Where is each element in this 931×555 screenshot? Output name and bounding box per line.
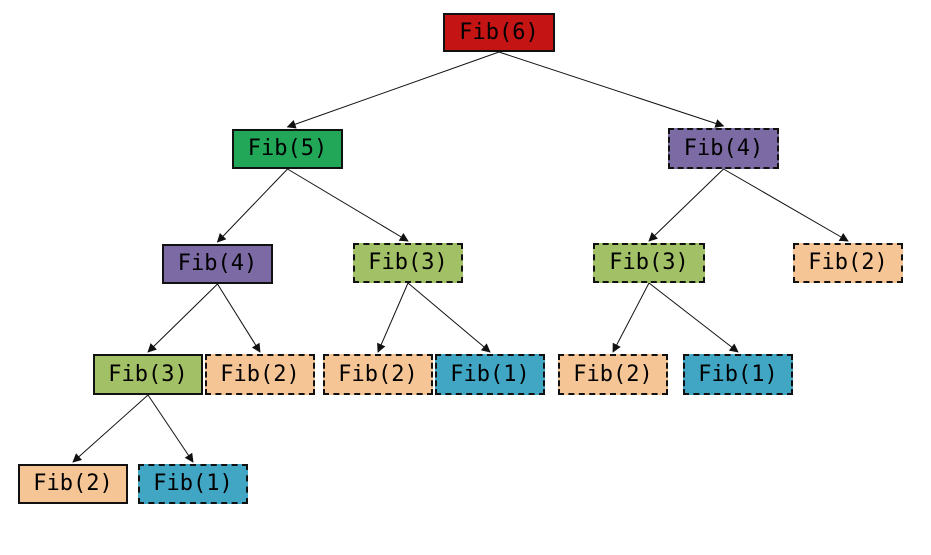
node-label: Fib(3) <box>108 361 188 387</box>
edge-fib4-left-to-fib2-a <box>217 283 261 353</box>
node-label: Fib(5) <box>247 136 328 161</box>
edge-fib4-right-to-fib2-far-right <box>723 168 849 242</box>
edge-fib3-left-to-fib2-base <box>72 394 149 463</box>
edge-fib5-to-fib4-left <box>216 168 288 243</box>
edge-fib3-mid-to-fib1-a <box>407 282 491 353</box>
node-label: Fib(2) <box>33 471 113 496</box>
node-label: Fib(1) <box>153 471 233 496</box>
node-label: Fib(1) <box>450 361 530 387</box>
node-label: Fib(4) <box>177 251 258 276</box>
edge-fib3-left-to-fib1-base <box>147 394 194 463</box>
edge-fib6-root-to-fib4-right <box>498 51 725 128</box>
tree-node-fib2-c: Fib(2) <box>558 354 668 395</box>
tree-node-fib4-right: Fib(4) <box>668 128 779 169</box>
tree-node-fib1-b: Fib(1) <box>683 354 793 395</box>
node-label: Fib(2) <box>338 361 418 387</box>
tree-node-fib5: Fib(5) <box>232 129 343 169</box>
node-label: Fib(3) <box>609 250 689 275</box>
node-label: Fib(3) <box>368 250 448 275</box>
node-label: Fib(4) <box>683 135 764 161</box>
tree-node-fib3-right: Fib(3) <box>593 243 705 283</box>
edge-fib3-mid-to-fib2-b <box>377 282 409 353</box>
tree-node-fib3-mid: Fib(3) <box>353 243 463 283</box>
tree-node-fib1-base: Fib(1) <box>138 464 248 504</box>
edge-fib3-right-to-fib2-c <box>612 282 650 353</box>
edge-fib6-root-to-fib5 <box>286 51 500 129</box>
tree-node-fib4-left: Fib(4) <box>162 244 273 284</box>
tree-node-fib2-a: Fib(2) <box>205 354 315 395</box>
node-label: Fib(2) <box>573 361 653 387</box>
tree-node-fib2-b: Fib(2) <box>323 354 433 395</box>
tree-node-fib2-base: Fib(2) <box>18 464 128 504</box>
node-label: Fib(2) <box>808 250 888 275</box>
edge-fib5-to-fib3-mid <box>287 168 409 242</box>
node-label: Fib(2) <box>220 361 300 387</box>
tree-node-fib2-far-right: Fib(2) <box>793 243 903 283</box>
edge-fib4-right-to-fib3-right <box>648 168 724 242</box>
tree-node-fib3-left: Fib(3) <box>93 354 203 395</box>
edge-fib3-right-to-fib1-b <box>648 282 739 353</box>
edge-fib4-left-to-fib3-left <box>147 283 218 353</box>
tree-node-fib1-a: Fib(1) <box>435 354 545 395</box>
node-label: Fib(1) <box>698 361 778 387</box>
node-label: Fib(6) <box>459 19 539 45</box>
tree-node-fib6-root: Fib(6) <box>443 13 555 52</box>
